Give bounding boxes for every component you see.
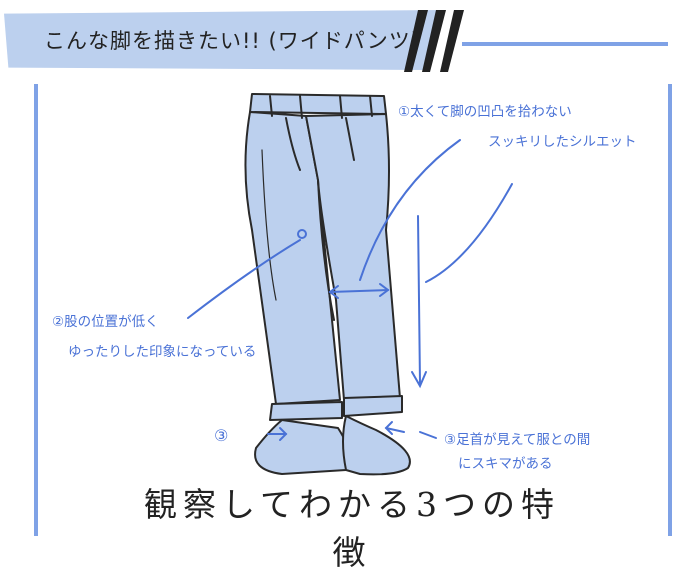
- illustration-frame: [34, 84, 672, 536]
- page-title: こんな脚を描きたい!! (ワイドパンツ): [44, 29, 420, 53]
- wide-pants-illustration: [187, 93, 513, 476]
- note-3-line-2: にスキマがある: [458, 456, 553, 472]
- note-1-line-1: ①太くて脚の凹凸を拾わない: [398, 104, 572, 120]
- note-2-line-1: ②股の位置が低く: [52, 314, 159, 330]
- frame-top-border: [462, 42, 668, 46]
- note-1-line-2: スッキリしたシルエット: [488, 134, 637, 150]
- features-title: 観察してわかる3つの特徴: [143, 485, 560, 572]
- note-3-line-1: ③足首が見えて服との間: [444, 432, 591, 448]
- note-2-line-2: ゆったりした印象になっている: [68, 344, 257, 360]
- note-3-marker: ③: [214, 426, 229, 445]
- title-banner: [4, 10, 442, 70]
- banner-stripes: [404, 10, 464, 72]
